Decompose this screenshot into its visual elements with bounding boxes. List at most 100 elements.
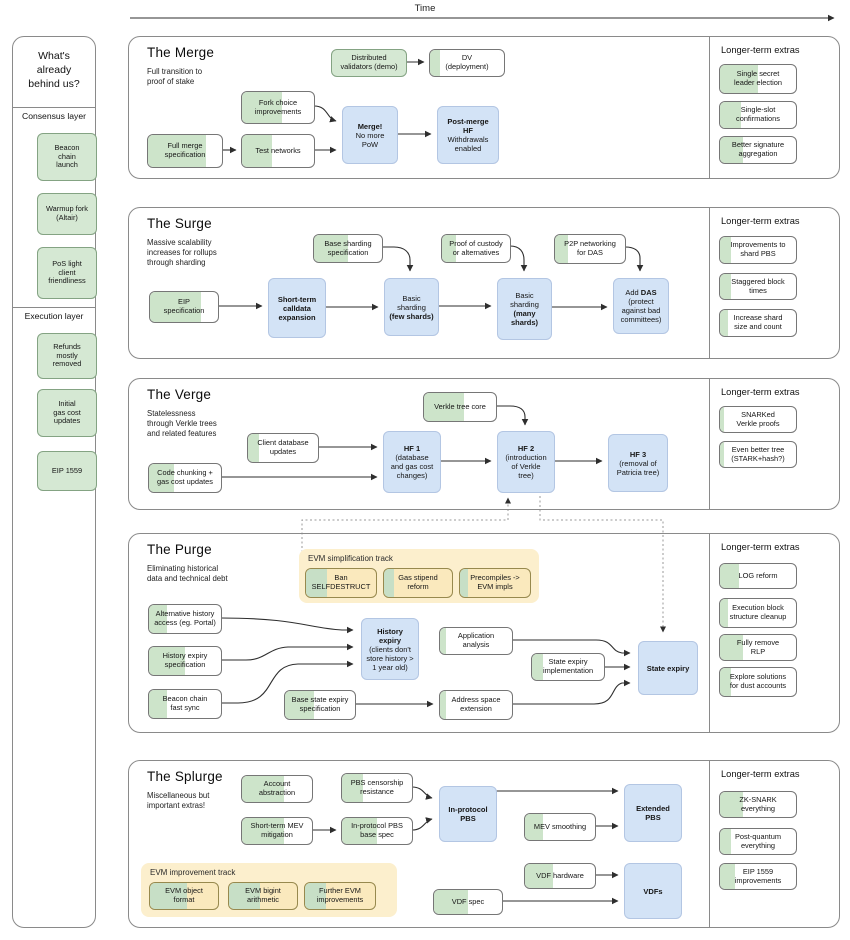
test-networks-label: Test networks <box>255 145 301 155</box>
distributed-validators-demo-label: Distributed validators (demo) <box>340 53 398 71</box>
fully-remove-rlp: Fully remove RLP <box>719 634 797 661</box>
sidebar-group-label: Consensus layer <box>21 111 86 121</box>
eip-1559-label: EIP 1559 <box>51 465 83 475</box>
beacon-chain-fast-sync: Beacon chain fast sync <box>148 689 222 719</box>
gas-stipend-reform-label: Gas stipend reform <box>398 573 438 591</box>
single-secret-leader-election: Single secret leader election <box>719 64 797 94</box>
extended-pbs-label: Extended PBS <box>636 804 670 822</box>
dv-deployment: DV (deployment) <box>429 49 505 77</box>
progress-fill <box>149 605 167 633</box>
hf1-label: HF 1 (database and gas cost changes) <box>390 444 434 480</box>
sidebar-divider <box>13 307 95 308</box>
short-term-mev-mitigation: Short-term MEV mitigation <box>241 817 313 845</box>
hf3: HF 3 (removal of Patricia tree) <box>608 434 668 492</box>
hf2-label: HF 2 (introduction of Verkle tree) <box>505 444 547 480</box>
evm-object-format-label: EVM object format <box>165 886 203 904</box>
vdfs: VDFs <box>624 863 682 919</box>
test-networks: Test networks <box>241 134 315 168</box>
base-sharding-specification: Base sharding specification <box>313 234 383 263</box>
basic-sharding-few-shards-label: Basic sharding (few shards) <box>389 293 434 321</box>
application-analysis-label: Application analysis <box>457 631 495 649</box>
beacon-chain-launch-label: Beacon chain launch <box>54 142 80 170</box>
in-protocol-pbs: In-protocol PBS <box>439 786 497 842</box>
single-slot-confirmations-label: Single-slot confirmations <box>736 105 780 123</box>
staggered-block-times: Staggered block times <box>719 273 797 300</box>
post-merge-hf: Post-merge HF Withdrawals enabled <box>437 106 499 164</box>
section-description-splurge: Miscellaneous but important extras! <box>147 791 210 811</box>
proof-of-custody-or-alternatives: Proof of custody or alternatives <box>441 234 511 263</box>
progress-fill <box>242 818 284 844</box>
extras-heading: Longer-term extras <box>721 542 800 552</box>
pbs-censorship-resistance-label: PBS censorship resistance <box>350 778 404 796</box>
vdf-spec-label: VDF spec <box>451 896 485 906</box>
progress-fill <box>149 464 175 492</box>
progress-fill <box>342 818 377 844</box>
proof-of-custody-or-alternatives-label: Proof of custody or alternatives <box>449 238 503 257</box>
hf1: HF 1 (database and gas cost changes) <box>383 431 441 493</box>
progress-fill <box>229 883 260 909</box>
history-expiry-specification-label: History expiry specification <box>162 651 208 669</box>
progress-fill <box>720 407 724 432</box>
section-title-splurge: The Splurge <box>147 769 223 784</box>
explore-solutions-for-dust-accounts: Explore solutions for dust accounts <box>719 667 797 697</box>
base-sharding-specification-label: Base sharding specification <box>324 238 372 257</box>
single-slot-confirmations: Single-slot confirmations <box>719 101 797 129</box>
progress-fill <box>720 635 743 660</box>
better-signature-aggregation: Better signature aggregation <box>719 136 797 164</box>
progress-fill <box>442 235 456 262</box>
sidebar-divider <box>13 107 95 108</box>
history-expiry: History expiry (clients don't store hist… <box>361 618 419 680</box>
extras-heading: Longer-term extras <box>721 45 800 55</box>
progress-fill <box>720 102 742 128</box>
zk-snark-everything: ZK-SNARK everything <box>719 791 797 818</box>
full-merge-specification-label: Full merge specification <box>164 141 206 159</box>
initial-gas-cost-updates: Initial gas cost updates <box>37 389 97 437</box>
merge-milestone: Merge! No more PoW <box>342 106 398 164</box>
evm-bigint-arithmetic: EVM bigint arithmetic <box>228 882 298 910</box>
progress-fill <box>460 569 469 597</box>
progress-fill <box>720 829 732 854</box>
history-expiry-specification: History expiry specification <box>148 646 222 676</box>
progress-fill <box>720 864 736 889</box>
short-term-mev-mitigation-label: Short-term MEV mitigation <box>250 821 304 839</box>
progress-fill <box>305 883 326 909</box>
in-protocol-pbs-base-spec-label: In-protocol PBS base spec <box>351 821 403 839</box>
client-database-updates-label: Client database updates <box>257 438 309 456</box>
extras-divider <box>709 37 710 178</box>
history-expiry-label: History expiry (clients don't store hist… <box>366 626 414 672</box>
eip-specification-label: EIP specification <box>163 297 205 315</box>
sidebar: What's already behind us? Consensus laye… <box>12 36 97 928</box>
section-description-purge: Eliminating historical data and technica… <box>147 564 228 584</box>
progress-fill <box>148 135 206 167</box>
progress-fill <box>384 569 395 597</box>
improvements-to-shard-pbs: Improvements to shard PBS <box>719 236 797 264</box>
log-reform: LOG reform <box>719 563 797 589</box>
short-term-calldata-expansion: Short-term calldata expansion <box>268 278 326 338</box>
progress-fill <box>720 237 732 263</box>
progress-fill <box>720 442 724 467</box>
fork-choice-improvements-label: Fork choice improvements <box>254 97 302 116</box>
hf2: HF 2 (introduction of Verkle tree) <box>497 431 555 493</box>
vdf-spec: VDF spec <box>433 889 503 915</box>
progress-fill <box>720 792 743 817</box>
eip-1559-improvements-label: EIP 1559 improvements <box>734 866 782 885</box>
vdfs-label: VDFs <box>643 886 663 896</box>
progress-fill <box>248 434 259 462</box>
p2p-networking-for-das: P2P networking for DAS <box>554 234 626 264</box>
basic-sharding-few-shards: Basic sharding (few shards) <box>384 278 439 336</box>
evm-bigint-arithmetic-label: EVM bigint arithmetic <box>245 886 281 904</box>
address-space-extension-label: Address space extension <box>451 695 501 713</box>
ban-selfdestruct: Ban SELFDESTRUCT <box>305 568 377 598</box>
verkle-tree-core-label: Verkle tree core <box>434 401 486 411</box>
in-protocol-pbs-label: In-protocol PBS <box>448 805 488 823</box>
section-title-purge: The Purge <box>147 542 212 557</box>
single-secret-leader-election-label: Single secret leader election <box>733 69 783 87</box>
section-description-surge: Massive scalability increases for rollup… <box>147 238 217 268</box>
state-expiry-label: State expiry <box>646 663 690 673</box>
progress-fill <box>242 135 273 167</box>
progress-fill <box>555 235 568 263</box>
distributed-validators-demo: Distributed validators (demo) <box>331 49 407 77</box>
